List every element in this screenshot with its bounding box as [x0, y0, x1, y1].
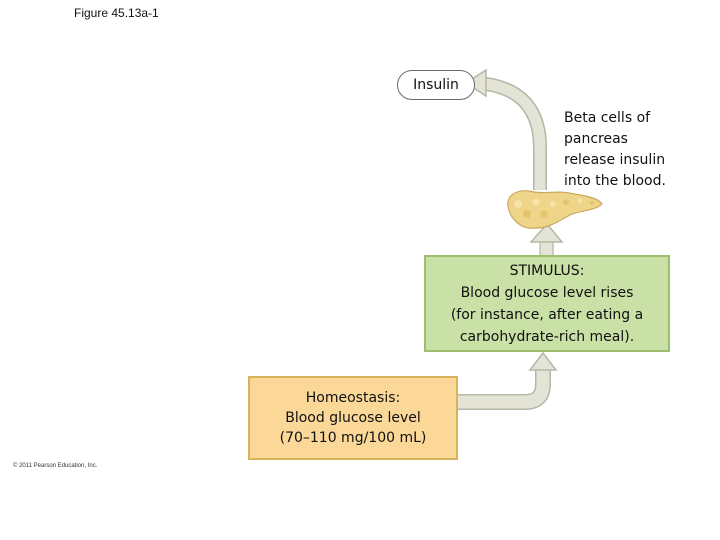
homeostasis-arrowhead — [528, 351, 558, 371]
homeostasis-line: Homeostasis: — [305, 390, 401, 406]
insulin-arrowhead — [464, 68, 487, 98]
copyright-notice: © 2011 Pearson Education, Inc. — [13, 463, 98, 469]
pancreas-icon — [507, 190, 603, 229]
homeostasis-line: (70–110 mg/100 mL) — [279, 430, 427, 446]
homeostasis-line: Blood glucose level — [285, 410, 421, 426]
stimulus-line: STIMULUS: — [509, 262, 585, 279]
beta-line: pancreas — [564, 131, 628, 147]
insulin-label: Insulin — [397, 70, 475, 100]
stimulus-line: (for instance, after eating a — [450, 306, 644, 323]
insulin-release-arrow — [477, 76, 547, 190]
beta-line: into the blood. — [564, 173, 666, 189]
homeostasis-box: Homeostasis: Blood glucose level (70–110… — [248, 376, 458, 460]
stimulus-line: carbohydrate-rich meal). — [459, 328, 635, 345]
stimulus-line: Blood glucose level rises — [460, 284, 634, 301]
beta-cells-text: Beta cells of pancreas release insulin i… — [564, 108, 704, 192]
beta-line: Beta cells of — [564, 110, 651, 126]
insulin-text: Insulin — [413, 77, 459, 93]
stimulus-arrowhead — [529, 222, 564, 243]
figure-label: Figure 45.13a-1 — [74, 6, 159, 20]
beta-line: release insulin — [564, 152, 666, 168]
stimulus-box: STIMULUS: Blood glucose level rises (for… — [424, 255, 670, 352]
